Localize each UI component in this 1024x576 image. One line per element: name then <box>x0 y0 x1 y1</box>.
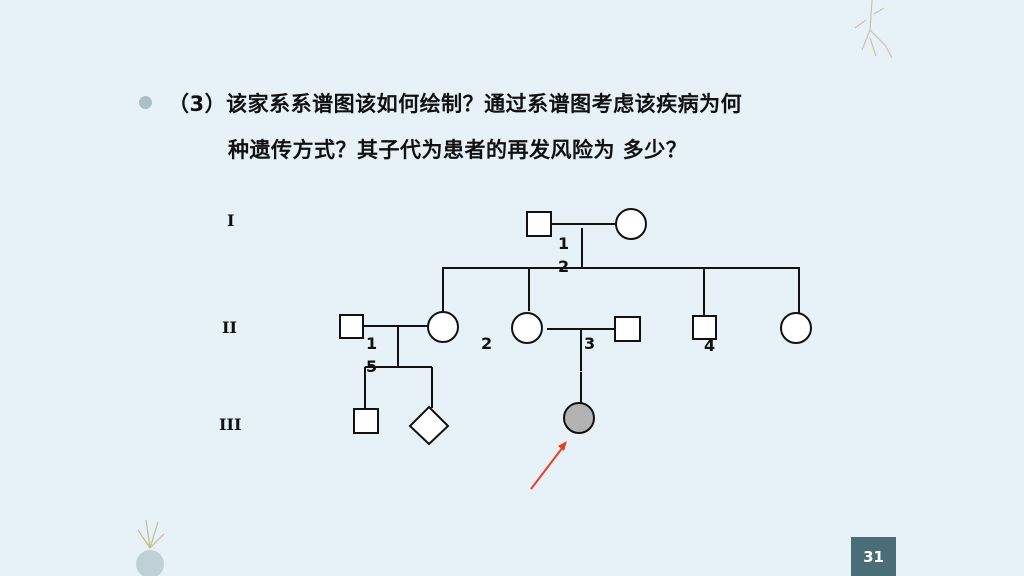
gen2-label-4: 4 <box>704 336 715 355</box>
question-line-2: 种遗传方式？其子代为患者的再发风险为 多少？ <box>228 138 688 162</box>
vase-decoration <box>136 519 165 576</box>
gen3-male <box>353 408 379 434</box>
gen3-unknown-sex <box>408 405 450 446</box>
gen2-male-spouse <box>339 314 364 339</box>
gen2-male-spouse-2 <box>614 316 641 342</box>
branch-decoration <box>854 0 893 59</box>
gen2-female-3 <box>780 312 812 344</box>
gen1-male <box>526 211 552 237</box>
gen2-label-5: 5 <box>366 357 377 376</box>
gen2-label-2: 2 <box>481 334 492 353</box>
gen1-label-1: 1 <box>558 234 569 253</box>
gen2-label-1: 1 <box>366 334 377 353</box>
proband-arrow <box>530 441 567 490</box>
generation-label-3: III <box>219 415 241 434</box>
gen2-label-3: 3 <box>584 334 595 353</box>
page-number-badge: 31 <box>851 537 896 576</box>
bullet-dot <box>139 96 152 109</box>
gen3-affected-proband <box>563 402 595 434</box>
generation-label-2: II <box>222 318 237 337</box>
gen2-female-1 <box>427 311 459 343</box>
gen1-female <box>615 208 647 240</box>
question-line-1: （3）该家系系谱图该如何绘制？通过系谱图考虑该疾病为何 <box>168 92 743 116</box>
gen1-label-2: 2 <box>558 257 569 276</box>
gen2-female-2 <box>511 312 543 344</box>
gen2-male <box>692 315 717 340</box>
generation-label-1: I <box>227 211 234 230</box>
